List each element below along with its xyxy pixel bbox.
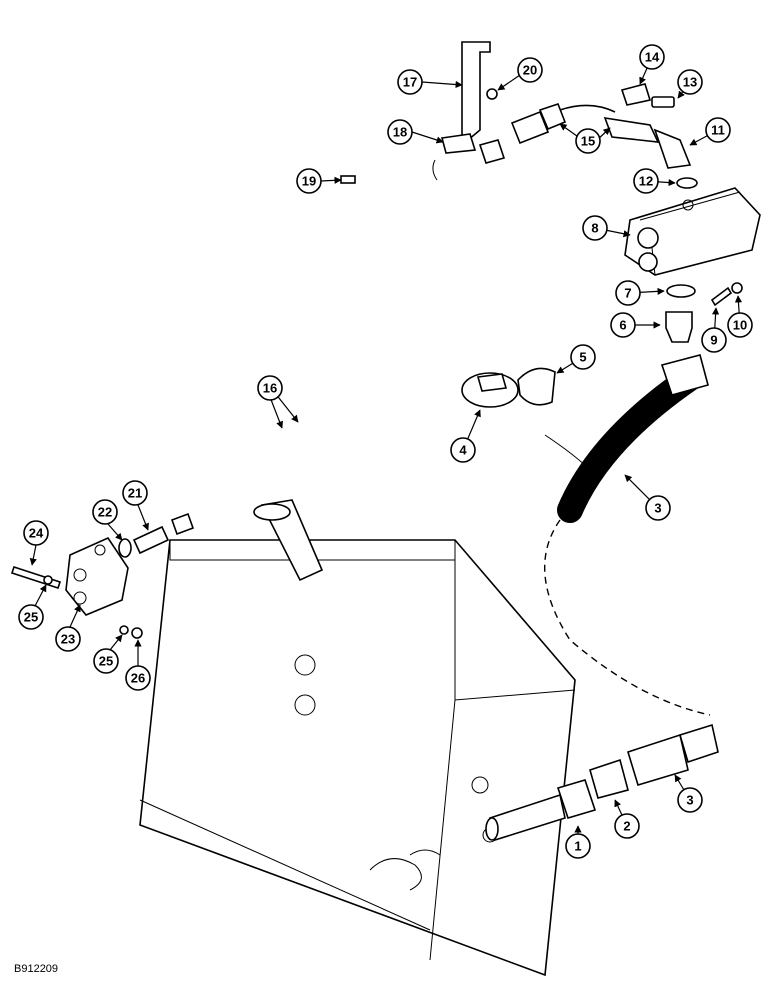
callout-5-label: 5 (579, 350, 586, 365)
fitting-1 (556, 779, 597, 819)
tube-fitting-top (478, 103, 567, 164)
steering-pump (624, 187, 761, 276)
connector-21 (132, 512, 195, 555)
callout-16-label: 16 (263, 381, 277, 396)
callout-1-label: 1 (574, 839, 581, 854)
callout-13: 13 (677, 69, 703, 99)
callout-1: 1 (565, 825, 591, 859)
callout-7-label: 7 (624, 286, 631, 301)
callout-9-label: 9 (710, 333, 717, 348)
callout-8-label: 8 (591, 221, 598, 236)
o-ring-7 (666, 284, 696, 298)
washer-10 (731, 282, 743, 294)
tank-outlet-tube (485, 793, 566, 842)
callout-4-label: 4 (459, 443, 467, 458)
figure-id: B912209 (14, 963, 59, 975)
hose-clamp (461, 372, 519, 408)
callout-25-left-label: 25 (24, 610, 38, 625)
o-ring-12 (676, 177, 698, 189)
callout-2-label: 2 (623, 819, 630, 834)
callout-5: 5 (556, 344, 596, 374)
fitting-14 (620, 83, 652, 106)
priority-valve (65, 536, 129, 616)
callout-15-label: 15 (581, 134, 595, 149)
callout-19-label: 19 (302, 174, 316, 189)
callout-9: 9 (701, 307, 727, 353)
callout-19: 19 (296, 168, 342, 194)
callout-6-label: 6 (619, 318, 626, 333)
callout-3-lower: 3 (674, 774, 703, 813)
callout-15: 15 (559, 123, 611, 154)
callout-17: 17 (397, 69, 463, 95)
callout-4: 4 (450, 409, 481, 463)
filler-neck (253, 499, 324, 582)
fitting-2 (589, 758, 629, 799)
callout-18-label: 18 (393, 125, 407, 140)
callout-25-left: 25 (18, 584, 47, 630)
callout-18: 18 (387, 119, 444, 145)
callout-26: 26 (125, 639, 151, 691)
callout-24-label: 24 (29, 526, 44, 541)
callout-13-label: 13 (683, 75, 697, 90)
washer-25a (43, 575, 53, 585)
callout-10-label: 10 (733, 318, 747, 333)
callout-16: 16 (257, 375, 299, 429)
bolt-19 (340, 175, 356, 184)
callout-3-upper: 3 (624, 474, 671, 521)
callout-23-label: 23 (61, 632, 75, 647)
callout-20: 20 (497, 57, 543, 91)
callout-11: 11 (689, 117, 731, 146)
callout-25-right-label: 25 (99, 654, 113, 669)
nut-26 (131, 627, 143, 639)
callout-20-label: 20 (523, 63, 537, 78)
elbow-fitting-22 (118, 538, 132, 558)
callout-14: 14 (639, 44, 665, 85)
steering-tube (187, 146, 487, 519)
fitting-13 (651, 96, 675, 108)
reservoir-tank (139, 539, 576, 977)
callout-22: 22 (92, 499, 123, 541)
fitting-3-lower (627, 723, 719, 786)
callout-8: 8 (582, 215, 631, 241)
callout-23: 23 (55, 604, 81, 652)
hose-assembly (559, 104, 692, 169)
mounting-bracket (432, 41, 491, 181)
hose-sleeve (517, 367, 556, 406)
callout-3-lower-label: 3 (686, 793, 693, 808)
callout-21: 21 (122, 480, 149, 531)
callout-12-label: 12 (639, 174, 653, 189)
callout-6: 6 (610, 312, 661, 338)
adapter-6 (665, 311, 693, 343)
bolt-24 (10, 565, 62, 590)
nut-20 (486, 88, 498, 100)
callout-11-label: 11 (711, 123, 725, 138)
suction-hose (544, 354, 711, 716)
callout-26-label: 26 (131, 671, 145, 686)
callout-24: 24 (23, 520, 49, 566)
callout-2: 2 (614, 799, 640, 839)
washer-25b (119, 625, 129, 635)
callout-3-upper-label: 3 (654, 501, 661, 516)
callout-17-label: 17 (403, 75, 417, 90)
callout-7: 7 (615, 280, 665, 306)
callout-25-right: 25 (93, 634, 123, 674)
bolt-9 (710, 286, 733, 307)
callout-12: 12 (633, 168, 676, 194)
callout-14-label: 14 (645, 50, 660, 65)
callout-22-label: 22 (98, 505, 112, 520)
callout-21-label: 21 (128, 486, 142, 501)
callout-10: 10 (727, 295, 753, 338)
